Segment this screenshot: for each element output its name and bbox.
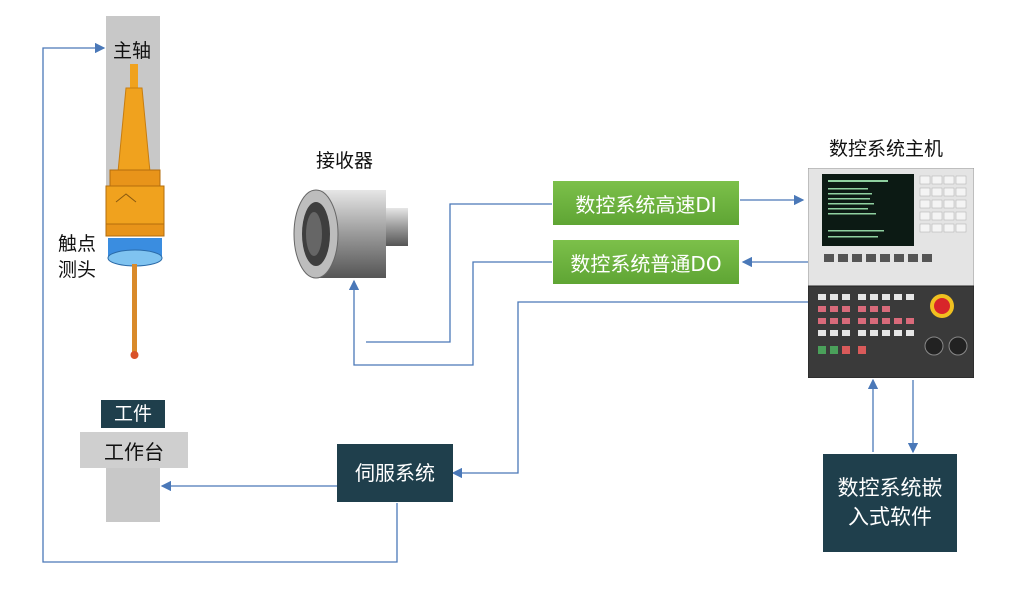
normal-do-box: 数控系统普通DO xyxy=(553,240,739,284)
servo-to-spindle-line xyxy=(42,42,398,563)
cnc-to-servo-line xyxy=(451,301,808,479)
spindle-label: 主轴 xyxy=(113,40,152,62)
high-speed-di-box: 数控系统高速DI xyxy=(553,181,739,225)
probe-label: 触点 测头 xyxy=(58,233,97,281)
receiver-to-di-line xyxy=(366,203,552,343)
worktable-column xyxy=(106,466,160,522)
receiver-image xyxy=(293,189,408,279)
touch-probe-image xyxy=(105,64,165,359)
workpiece-label: 工件 xyxy=(101,400,165,428)
embedded-software-box: 数控系统嵌 入式软件 xyxy=(823,454,957,552)
receiver-label: 接收器 xyxy=(316,150,374,172)
servo-system-box: 伺服系统 xyxy=(337,444,453,502)
cnc-host-label: 数控系统主机 xyxy=(829,138,944,160)
cnc-host-image xyxy=(808,168,974,378)
worktable-box: 工作台 xyxy=(80,432,188,468)
do-to-receiver-line xyxy=(348,261,552,366)
